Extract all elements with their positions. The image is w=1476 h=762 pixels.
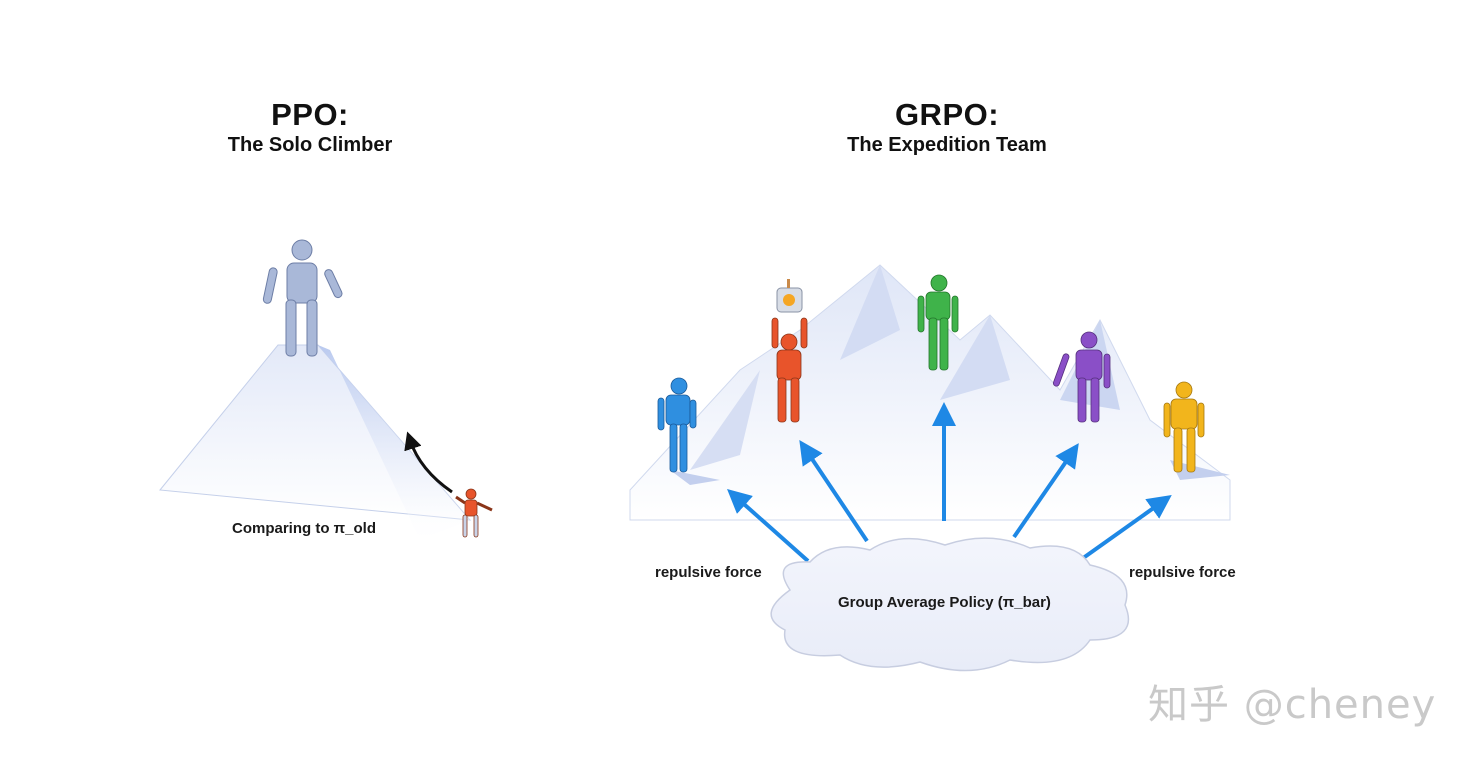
red-robot-icon xyxy=(771,317,808,423)
ppo-subtitle: The Solo Climber xyxy=(227,134,393,156)
purple-robot-icon xyxy=(1052,331,1111,423)
ppo-title: PPO: xyxy=(271,97,349,132)
watermark: 知乎 @cheney xyxy=(1148,682,1437,728)
left-repulsive-force-label: repulsive force xyxy=(655,564,762,581)
group-average-cloud xyxy=(770,537,1130,672)
right-repulsive-force-label: repulsive force xyxy=(1129,564,1236,581)
ppo-mountain xyxy=(159,344,472,540)
grpo-mountain-range xyxy=(629,264,1231,521)
reference-robot-icon xyxy=(262,239,343,357)
green-robot-icon xyxy=(917,274,959,371)
ppo-caption: Comparing to π_old xyxy=(232,520,376,537)
trophy-jar-icon xyxy=(776,279,803,313)
repulsive-force-arrows xyxy=(727,402,1172,563)
grpo-title: GRPO: xyxy=(894,97,1000,132)
climbing-robot-icon xyxy=(455,488,493,538)
cloud-label: Group Average Policy (π_bar) xyxy=(838,594,1051,611)
grpo-subtitle: The Expedition Team xyxy=(847,134,1047,156)
blue-robot-icon xyxy=(657,377,697,473)
yellow-robot-icon xyxy=(1163,381,1205,473)
improvement-arrow xyxy=(404,431,453,494)
